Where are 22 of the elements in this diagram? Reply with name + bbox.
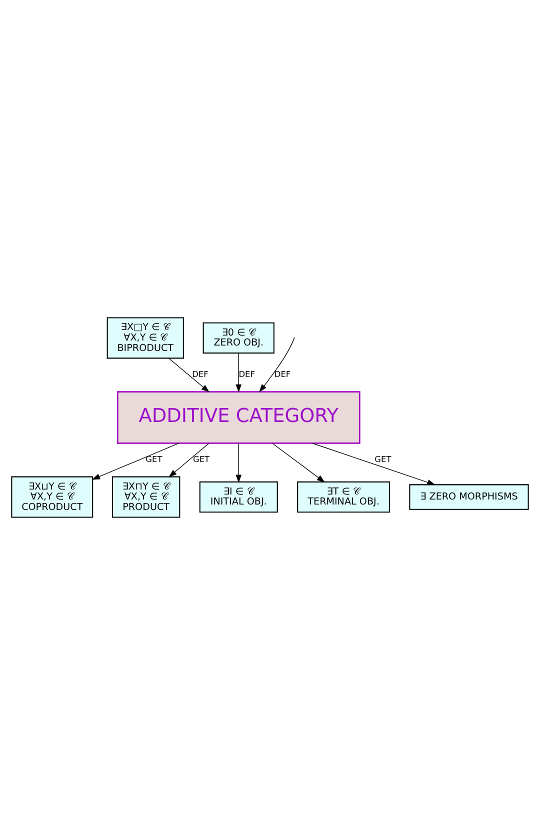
arrow	[236, 443, 242, 483]
edge-label: GET	[374, 454, 392, 464]
node-box: ADDITIVE CATEGORY	[116, 391, 360, 444]
arrow	[168, 358, 210, 392]
arrow	[259, 338, 294, 392]
edge-label: GET	[146, 454, 162, 464]
arrow	[236, 352, 242, 393]
node-box: ∃T ∈ 𝒞 TERMINAL OBJ.	[297, 481, 390, 513]
arrow	[272, 443, 326, 483]
edge-label: DEF	[274, 369, 291, 380]
node-box: ∃0 ∈ 𝒞 ZERO OBJ.	[202, 322, 274, 354]
edge-label: DEF	[238, 369, 255, 380]
arrow	[92, 442, 180, 480]
arrow	[312, 442, 436, 486]
node-box: ∃X⊔Y ∈ 𝒞 ∀X,Y ∈ 𝒞 COPRODUCT	[11, 476, 94, 518]
node-box: ∃I ∈ 𝒞 INITIAL OBJ.	[199, 481, 278, 513]
node-box: ∃X⊓Y ∈ 𝒞 ∀X,Y ∈ 𝒞 PRODUCT	[112, 476, 180, 518]
node-box: ∃X□Y ∈ 𝒞 ∀X,Y ∈ 𝒞 BIPRODUCT	[106, 317, 184, 359]
node-box: ∃ ZERO MORPHISMS	[409, 484, 529, 510]
edge-label: DEF	[192, 369, 208, 380]
arrow	[168, 443, 210, 478]
edge-label: GET	[192, 454, 210, 464]
